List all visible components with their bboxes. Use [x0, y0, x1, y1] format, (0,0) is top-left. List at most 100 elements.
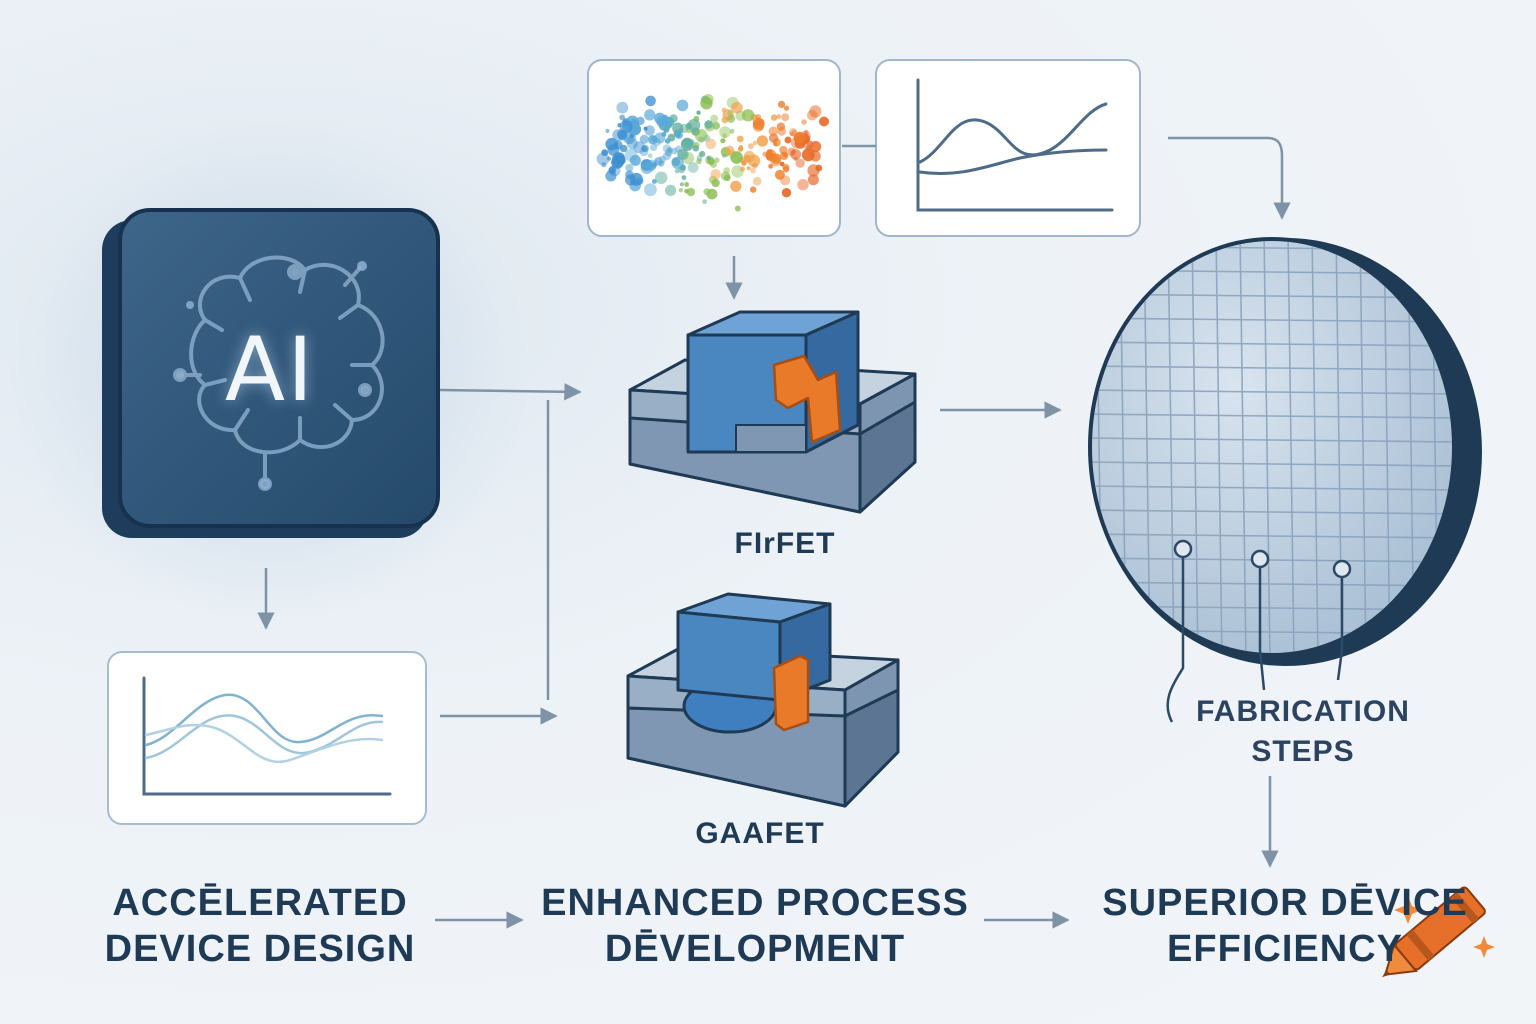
- scatter-dot: [678, 166, 686, 174]
- scatter-dot: [806, 140, 814, 148]
- scatter-dot: [653, 138, 661, 147]
- scatter-dot: [722, 133, 727, 139]
- scatter-dot: [755, 114, 761, 120]
- scatter-dot: [723, 167, 730, 174]
- fabrication-label-line1: FABRICATION: [1196, 695, 1410, 728]
- brain-circuit-icon: [173, 255, 385, 491]
- scatter-dot: [730, 180, 742, 192]
- scatter-dot: [699, 150, 706, 157]
- scatter-dot: [776, 122, 786, 131]
- scatter-dot: [795, 158, 805, 168]
- scatter-dot: [675, 145, 682, 153]
- scatter-dot: [644, 109, 656, 121]
- scatter-dot: [783, 105, 790, 111]
- scatter-dot: [729, 128, 735, 134]
- waveform-chart-card: [107, 651, 427, 825]
- outcome-process-line2: DĒVELOPMENT: [604, 928, 906, 970]
- line-chart-card: [875, 59, 1141, 237]
- wafer: [1088, 237, 1482, 666]
- scatter-dot: [645, 159, 657, 172]
- finfet-label: FIrFET: [734, 527, 836, 560]
- scatter-dot: [790, 149, 802, 160]
- wafer-grid-line: [1092, 485, 1452, 491]
- scatter-dot: [619, 120, 633, 134]
- crayon-logo-icon: [1382, 886, 1495, 978]
- wafer-grid-line: [1359, 241, 1367, 653]
- circuit-nodes: [176, 261, 369, 489]
- scatter-dot: [664, 138, 671, 144]
- wafer-grid-line: [1215, 241, 1223, 653]
- scatter-dot: [704, 120, 713, 129]
- scatter-dot: [746, 166, 751, 171]
- scatter-dot: [645, 95, 656, 107]
- scatter-dot: [724, 145, 735, 155]
- wafer-grid-line: [1311, 241, 1319, 653]
- scatter-dot: [792, 129, 797, 134]
- scatter-dot: [726, 114, 736, 123]
- scatter-dot: [684, 188, 690, 194]
- scatter-dot: [705, 138, 717, 150]
- scatter-dot: [619, 144, 628, 153]
- scatter-dot: [682, 137, 693, 148]
- wafer-grid-line: [1383, 241, 1391, 653]
- scatter-dot: [722, 153, 727, 158]
- scatter-dot: [619, 114, 626, 121]
- scatter-dot: [803, 129, 809, 135]
- scatter-dot: [692, 145, 699, 152]
- scatter-dot: [684, 182, 690, 187]
- scatter-dot: [750, 186, 757, 193]
- scatter-dot: [671, 147, 678, 155]
- scatter-dot: [768, 163, 773, 169]
- scatter-dot: [720, 138, 726, 144]
- scatter-dot: [807, 174, 819, 186]
- scatter-dot: [747, 154, 761, 167]
- scatter-dot: [662, 152, 672, 161]
- scatter-dot: [608, 166, 616, 174]
- gaafet-device: [626, 592, 900, 808]
- wafer-grid-line: [1263, 241, 1271, 653]
- scatter-dot: [596, 152, 610, 166]
- scatter-dot: [654, 112, 666, 125]
- scatter-dot: [741, 109, 755, 122]
- outcome-efficiency-line2: EFFICIENCY: [1167, 928, 1403, 970]
- scatter-dot: [612, 152, 625, 165]
- scatter-dot: [714, 157, 720, 163]
- scatter-dot: [819, 116, 829, 127]
- wafer-grid-line: [1239, 241, 1247, 653]
- scatter-dot: [641, 145, 648, 152]
- wafer-grid-line: [1092, 509, 1452, 515]
- scatter-dot: [731, 101, 743, 114]
- scatter-dot: [661, 131, 667, 137]
- scatter-dot: [710, 161, 717, 168]
- scatter-dot: [664, 149, 673, 157]
- scatter-dot: [801, 119, 807, 125]
- wafer-grid-line: [1092, 437, 1452, 443]
- scatter-dot: [712, 121, 720, 130]
- scatter-dot: [677, 149, 689, 160]
- scatter-dot: [809, 105, 822, 118]
- finfet-device: [628, 310, 917, 514]
- scatter-dot: [774, 169, 785, 180]
- outcome-design-line1: ACCĒLERATED: [112, 882, 408, 924]
- scatter-dot: [671, 156, 684, 169]
- scatter-dot: [801, 148, 815, 162]
- outcome-efficiency-line1: SUPERIOR DĒVICE: [1102, 882, 1468, 924]
- scatter-dot: [758, 120, 763, 125]
- wafer-grid-line: [1092, 317, 1452, 323]
- scatter-dot: [678, 188, 684, 193]
- wafer-grid-line: [1092, 365, 1452, 371]
- scatter-dot: [616, 101, 629, 114]
- line-chart-plot: [916, 78, 1114, 212]
- scatter-dot: [625, 136, 632, 143]
- scatter-dot: [752, 140, 758, 146]
- scatter-dot: [662, 114, 668, 120]
- scatter-dot: [676, 99, 689, 112]
- scatter-dot: [727, 110, 733, 116]
- scatter-dot: [721, 116, 729, 124]
- scatter-dots: [596, 94, 829, 212]
- scatter-dot: [686, 187, 696, 197]
- scatter-dot: [706, 156, 711, 161]
- scatter-dot: [644, 183, 657, 197]
- scatter-dot: [781, 188, 792, 198]
